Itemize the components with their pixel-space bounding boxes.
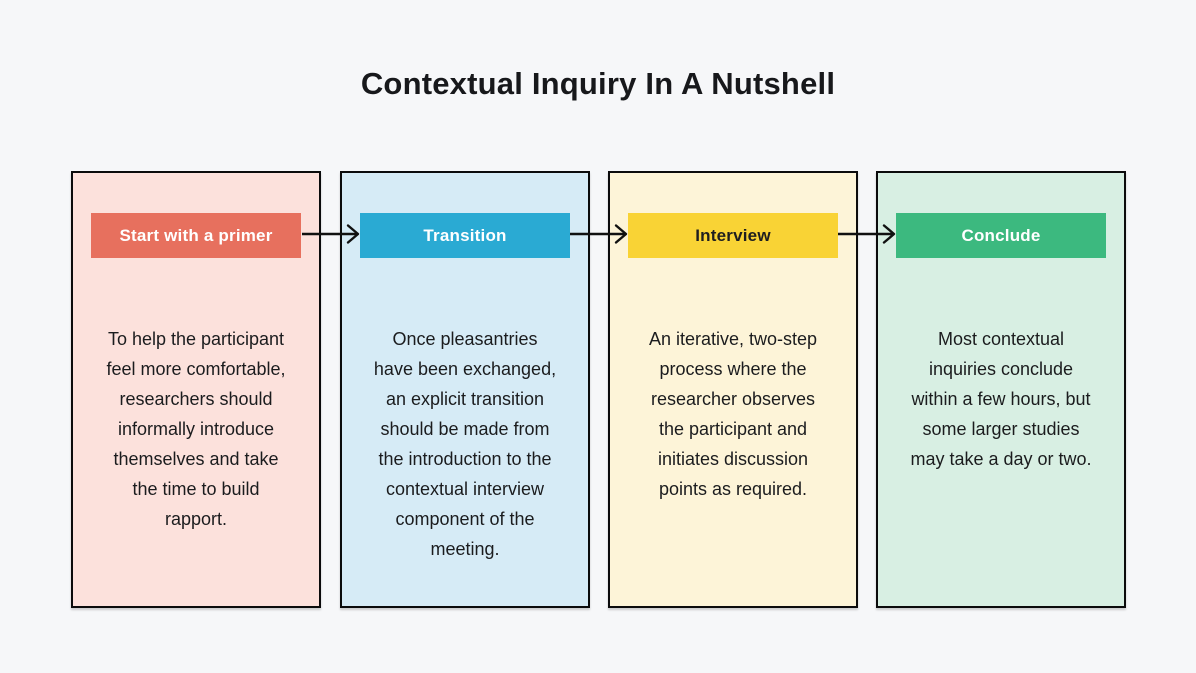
step-card-start-with-a-primer: Start with a primer To help the particip…: [71, 171, 321, 608]
step-badge: Interview: [628, 213, 838, 258]
step-description: An iterative, two-step process where the…: [648, 329, 818, 499]
step-card-interview: Interview An iterative, two-step process…: [608, 171, 858, 608]
step-description: Once pleasantries have been exchanged, a…: [373, 329, 557, 559]
step-badge: Transition: [360, 213, 570, 258]
diagram-title: Contextual Inquiry In A Nutshell: [360, 66, 836, 101]
step-card-transition: Transition Once pleasantries have been e…: [340, 171, 590, 608]
step-description: Most contextual inquiries conclude withi…: [910, 329, 1092, 469]
step-description: To help the participant feel more comfor…: [106, 329, 286, 529]
step-badge: Start with a primer: [91, 213, 301, 258]
right-arrow-icon: [838, 224, 896, 244]
right-arrow-icon: [302, 224, 360, 244]
step-badge: Conclude: [896, 213, 1106, 258]
right-arrow-icon: [570, 224, 628, 244]
step-card-conclude: Conclude Most contextual inquiries concl…: [876, 171, 1126, 608]
